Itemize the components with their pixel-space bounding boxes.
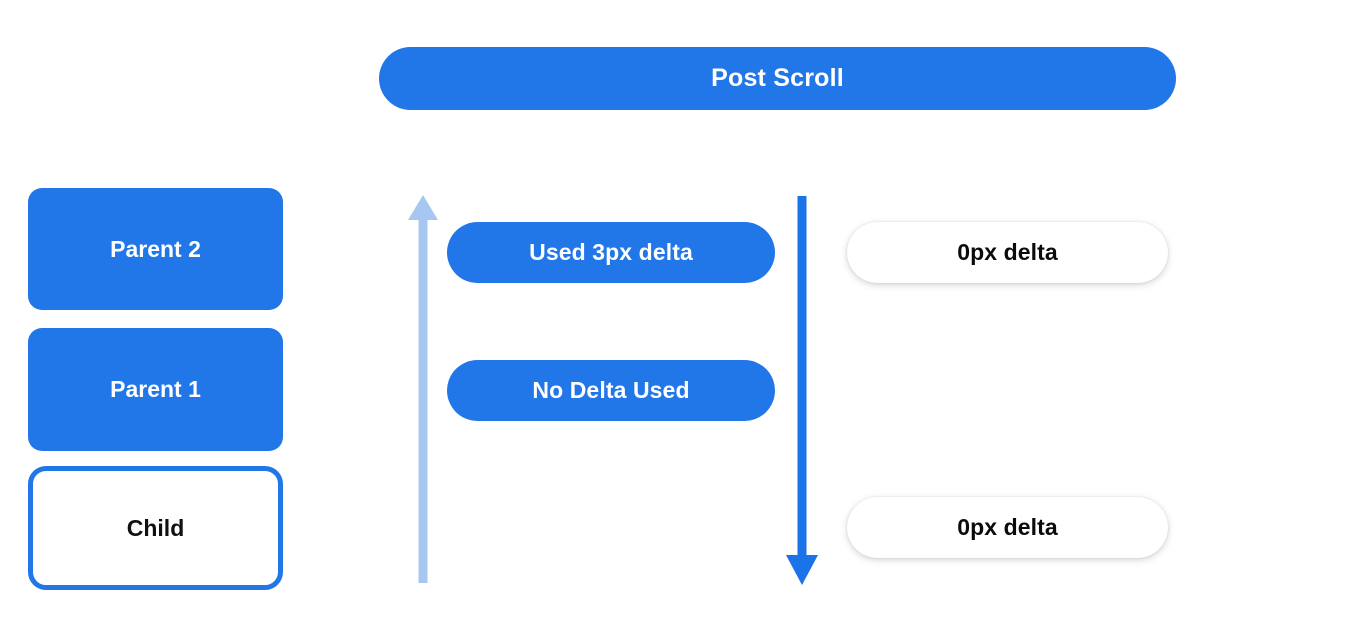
- delta-pill-zero-top: 0px delta: [847, 222, 1168, 283]
- node-parent-2-label: Parent 2: [110, 235, 201, 262]
- delta-pill-zero-bottom: 0px delta: [847, 497, 1168, 558]
- delta-pill-zero-top-label: 0px delta: [957, 239, 1058, 265]
- scroll-down-arrow: [780, 190, 824, 590]
- delta-pill-zero-bottom-label: 0px delta: [957, 514, 1058, 540]
- delta-pill-no-delta-used-label: No Delta Used: [532, 377, 690, 403]
- node-parent-1-label: Parent 1: [110, 376, 201, 402]
- scroll-up-arrow: [401, 190, 445, 590]
- node-child-label: Child: [126, 514, 185, 541]
- post-scroll-header-label: Post Scroll: [711, 64, 844, 92]
- delta-pill-no-delta-used: No Delta Used: [447, 360, 775, 421]
- node-parent-1: Parent 1: [28, 328, 283, 451]
- delta-pill-used-3px-label: Used 3px delta: [529, 239, 693, 265]
- post-scroll-header: Post Scroll: [379, 47, 1176, 110]
- scroll-down-arrow-glyph: [786, 196, 818, 585]
- scroll-up-arrow-glyph: [408, 195, 438, 583]
- node-child: Child: [28, 466, 283, 590]
- node-parent-2: Parent 2: [28, 188, 283, 310]
- delta-pill-used-3px: Used 3px delta: [447, 222, 775, 283]
